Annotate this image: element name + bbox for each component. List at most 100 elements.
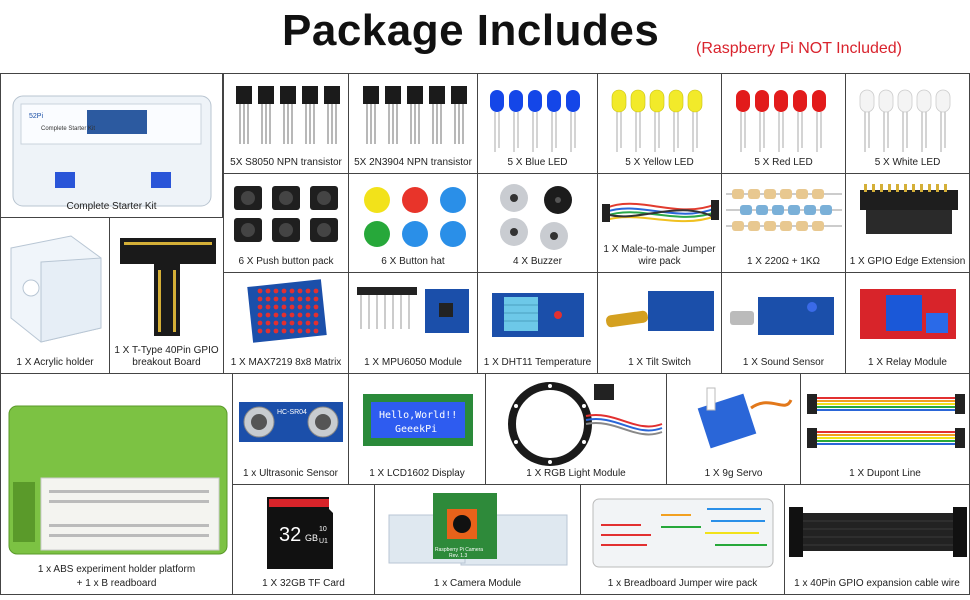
gpio-cable-image xyxy=(789,507,967,557)
item-sound-sensor: 1 X Sound Sensor xyxy=(721,272,846,374)
dupont-label: 1 X Dupont Line xyxy=(849,468,921,479)
item-max7219: 1 X MAX7219 8x8 Matrix xyxy=(223,272,349,374)
item-tf-card: 32 GB 10 U1 1 X 32GB TF Card xyxy=(232,484,375,595)
item-starter-kit: 52Pi Complete Starter Kit Complete Start… xyxy=(0,73,223,218)
item-t-type-gpio: 1 X T-Type 40Pin GPIO breakout Board xyxy=(109,217,224,374)
sound-sensor-label: 1 X Sound Sensor xyxy=(742,357,825,368)
rgb-light-label: 1 X RGB Light Module xyxy=(526,468,626,479)
abs-holder-label: 1 x ABS experiment holder platform xyxy=(3,564,230,576)
item-blue-led: 5 X Blue LED xyxy=(477,73,598,174)
servo-label: 1 X 9g Servo xyxy=(704,468,763,479)
t-type-gpio-image xyxy=(120,238,216,336)
item-bb-jumper: 1 x Breadboard Jumper wire pack xyxy=(580,484,785,595)
item-dupont: 1 X Dupont Line xyxy=(800,373,970,485)
mpu6050-label: 1 X MPU6050 Module xyxy=(364,357,462,368)
breadboard-label: + 1 x B readboard xyxy=(76,578,157,589)
resistor-image xyxy=(726,189,842,231)
item-lcd1602: Hello,World!! GeeekPi 1 X LCD1602 Displa… xyxy=(348,373,486,485)
kit-logo: 52Pi xyxy=(29,113,43,120)
yellow-led-image xyxy=(611,89,703,152)
item-tilt-switch: 1 X Tilt Switch xyxy=(597,272,722,374)
item-relay: 1 X Relay Module xyxy=(845,272,970,374)
bb-jumper-label: 1 x Breadboard Jumper wire pack xyxy=(607,578,758,589)
red-led-label: 5 X Red LED xyxy=(754,157,813,168)
gpio-edge-label: 1 X GPIO Edge Extension xyxy=(849,256,966,267)
jumper-wire-image xyxy=(602,200,719,223)
item-gpio-cable: 1 x 40Pin GPIO expansion cable wire xyxy=(784,484,970,595)
rgb-light-image xyxy=(508,382,663,466)
tf-unit: GB xyxy=(305,533,318,543)
blue-led-image xyxy=(490,90,580,152)
relay-image xyxy=(860,289,956,339)
dht11-label: 1 X DHT11 Temperature xyxy=(483,357,592,368)
tf-uhs: U1 xyxy=(319,538,328,545)
ultrasonic-label: 1 x Ultrasonic Sensor xyxy=(242,468,339,479)
item-resistor: 1 X 220Ω + 1KΩ xyxy=(721,173,846,273)
npn-s8050-label: 5X S8050 NPN transistor xyxy=(230,157,342,168)
item-acrylic-holder: 1 X Acrylic holder xyxy=(0,217,110,374)
page-subtitle: (Raspberry Pi NOT Included) xyxy=(696,40,902,57)
push-button-label: 6 X Push button pack xyxy=(238,256,334,267)
abs-holder-text: 1 x ABS experiment holder platform xyxy=(37,564,196,575)
kit-box-title: Complete Starter Kit xyxy=(41,126,95,132)
ultrasonic-model: HC-SR04 xyxy=(277,409,307,416)
white-led-label: 5 X White LED xyxy=(874,157,941,168)
item-dht11: 1 X DHT11 Temperature xyxy=(477,272,598,374)
tf-card-image: 32 GB 10 U1 xyxy=(267,497,333,569)
item-buzzer: 4 X Buzzer xyxy=(477,173,598,273)
lcd1602-image: Hello,World!! GeeekPi xyxy=(363,394,473,446)
npn-2n3904-label: 5X 2N3904 NPN transistor xyxy=(354,157,472,168)
item-push-button: 6 X Push button pack xyxy=(223,173,349,273)
lcd1602-label: 1 X LCD1602 Display xyxy=(369,468,465,479)
ultrasonic-image: HC-SR04 xyxy=(239,402,343,442)
item-servo: 1 X 9g Servo xyxy=(666,373,801,485)
buzzer-image xyxy=(500,184,572,250)
tf-capacity: 32 xyxy=(279,524,301,546)
item-red-led: 5 X Red LED xyxy=(721,73,846,174)
servo-image xyxy=(697,387,793,449)
gpio-cable-label: 1 x 40Pin GPIO expansion cable wire xyxy=(794,578,960,589)
mpu6050-image xyxy=(357,287,469,333)
camera-label: 1 x Camera Module xyxy=(433,578,522,589)
lcd-line-2: GeeekPi xyxy=(395,424,437,435)
dht11-image xyxy=(492,293,584,337)
tf-class: 10 xyxy=(319,526,327,533)
camera-board-rev: Rev. 1.3 xyxy=(449,553,467,559)
starter-kit-box-image: 52Pi Complete Starter Kit xyxy=(12,95,212,207)
lcd-line-1: Hello,World!! xyxy=(379,410,457,421)
item-gpio-edge: 1 X GPIO Edge Extension xyxy=(845,173,970,273)
item-jumper-wire: 1 X Male-to-male Jumper wire pack xyxy=(597,173,722,273)
transistor-image xyxy=(363,86,467,144)
dupont-image xyxy=(807,394,965,448)
button-hat-label: 6 X Button hat xyxy=(381,256,445,267)
item-yellow-led: 5 X Yellow LED xyxy=(597,73,722,174)
acrylic-holder-label: 1 X Acrylic holder xyxy=(16,357,94,368)
resistor-label: 1 X 220Ω + 1KΩ xyxy=(746,256,821,267)
tilt-switch-label: 1 X Tilt Switch xyxy=(628,357,691,368)
item-camera: Raspberry Pi Camera Rev. 1.3 1 x Camera … xyxy=(374,484,581,595)
transistor-image xyxy=(236,86,340,144)
max7219-label: 1 X MAX7219 8x8 Matrix xyxy=(230,357,342,368)
acrylic-holder-image xyxy=(10,235,102,343)
item-white-led: 5 X White LED xyxy=(845,73,970,174)
item-rgb-light: 1 X RGB Light Module xyxy=(485,373,667,485)
t-type-gpio-label: 1 X T-Type 40Pin GPIO breakout Board xyxy=(114,345,219,368)
sound-sensor-image xyxy=(730,297,834,335)
item-abs-holder: 1 x ABS experiment holder platform + 1 x… xyxy=(0,373,233,595)
yellow-led-label: 5 X Yellow LED xyxy=(625,157,694,168)
abs-holder-image xyxy=(8,405,228,555)
relay-label: 1 X Relay Module xyxy=(868,357,947,368)
camera-board-label: Raspberry Pi Camera xyxy=(435,547,483,553)
page-title: Package Includes xyxy=(282,6,660,55)
item-ultrasonic: HC-SR04 1 x Ultrasonic Sensor xyxy=(232,373,349,485)
push-button-image xyxy=(234,186,338,242)
starter-kit-label: Complete Starter Kit xyxy=(66,201,157,212)
item-mpu6050: 1 X MPU6050 Module xyxy=(348,272,478,374)
tf-card-label: 1 X 32GB TF Card xyxy=(262,578,345,589)
button-hat-image xyxy=(364,187,466,247)
item-npn-s8050: 5X S8050 NPN transistor xyxy=(223,73,349,174)
item-button-hat: 6 X Button hat xyxy=(348,173,478,273)
tilt-switch-image xyxy=(606,291,714,331)
jumper-wire-label: 1 X Male-to-male Jumper wire pack xyxy=(603,244,716,267)
gpio-edge-image xyxy=(860,184,958,234)
